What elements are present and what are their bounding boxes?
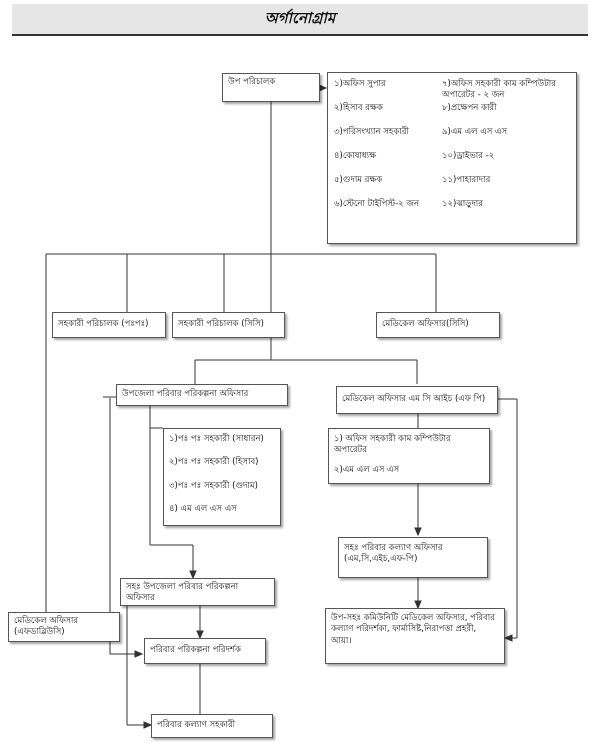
fp-inspector-box: পরিবার পরিকল্পনা পরিদর্শক (144, 638, 266, 664)
upazila-staff-item: ২)পঃ পঃ সহকারী (হিসাব) (169, 457, 259, 468)
medical-officer-fwc-box: মেডিকেল অফিসার (এফডাব্লিউসি) (8, 612, 120, 642)
asst-fw-officer-box: সহঃ পরিবার কল্যাণ অফিসার (এম,সি,এইচ,এফ-প… (338, 537, 488, 578)
staff-item: ৯)এম এল এস এস (442, 127, 508, 137)
staff-item: ১১)পাহারাদার (442, 175, 491, 185)
upazila-staff-item: ৪) এম এল এস এস (169, 504, 237, 515)
upazila-fp-officer-label: উপজেলা পরিবার পরিকল্পনা অফিসার (122, 389, 249, 399)
asst-upazila-fp-officer-box: সহঃ উপজেলা পরিবার পরিকল্পনা অফিসার (120, 578, 275, 606)
up-director-label: উপ পরিচালক (228, 77, 276, 87)
mo-mch-fp-label: মেডিকেল অফিসার এম সি আইচ (এফ পি) (342, 394, 486, 404)
staff-list-grid: ১)অফিস সুপার ৭)অফিস সহকারী কাম কম্পিউটার… (334, 79, 570, 223)
asst-director-cc-label: সহকারী পরিচালক (সিসি) (178, 319, 264, 329)
up-director-box: উপ পরিচালক (222, 73, 320, 102)
asst-upazila-fp-officer-label: সহঃ উপজেলা পরিবার পরিকল্পনা অফিসার (126, 582, 239, 604)
mo-staff-item: ২)এম এল এস এস (334, 464, 400, 475)
medical-officer-fwc-label: মেডিকেল অফিসার (এফডাব্লিউসি) (14, 616, 79, 638)
staff-item: ১)অফিস সুপার (334, 79, 386, 89)
sub-asst-cmo-label: উপ-সহঃ কমিউনিটি মেডিকেল অফিসার, পরিবার ক… (331, 613, 495, 646)
fw-assistant-box: পরিবার কল্যাণ সহকারী (151, 714, 273, 738)
medical-officer-cc-box: মেডিকেল অফিসার(সিসি) (376, 312, 500, 338)
staff-item: ১০)ড্রাইভার -২ (442, 151, 495, 161)
staff-list-box: ১)অফিস সুপার ৭)অফিস সহকারী কাম কম্পিউটার… (327, 72, 577, 244)
asst-director-pp-label: সহকারী পরিচালক (পঃপঃ) (58, 319, 149, 329)
staff-item: ৫)গুদাম রক্ষক (334, 175, 383, 185)
mo-mch-fp-box: মেডিকেল অফিসার এম সি আইচ (এফ পি) (336, 386, 498, 414)
asst-director-pp-box: সহকারী পরিচালক (পঃপঃ) (52, 312, 166, 338)
staff-item: ৮)প্রক্ষেপন কারী (442, 103, 497, 113)
staff-item: ২)হিসাব রক্ষক (334, 103, 383, 113)
title-bar: অর্গানোগ্রাম (12, 4, 588, 36)
medical-officer-cc-label: মেডিকেল অফিসার(সিসি) (382, 319, 469, 329)
page-title: অর্গানোগ্রাম (264, 8, 336, 27)
asst-director-cc-box: সহকারী পরিচালক (সিসি) (172, 312, 285, 338)
staff-item: ৭)অফিস সহকারী কাম কম্পিউটার অপারেটর - ২ … (442, 79, 556, 101)
upazila-staff-item: ১)পঃ পঃ সহকারী (সাধারন) (169, 434, 264, 444)
staff-item: ৩)পরিসংখ্যান সহকারী (334, 127, 409, 137)
mo-staff-box: ১) অফিস সহকারী কাম কম্পিউটার অপারেটর ২)এ… (328, 428, 490, 484)
upazila-fp-officer-box: উপজেলা পরিবার পরিকল্পনা অফিসার (116, 384, 288, 406)
staff-item: ৬)স্টেনো টাইপিস্ট-২ জন (334, 199, 420, 209)
sub-asst-cmo-box: উপ-সহঃ কমিউনিটি মেডিকেল অফিসার, পরিবার ক… (325, 608, 505, 664)
fp-inspector-label: পরিবার পরিকল্পনা পরিদর্শক (150, 645, 241, 655)
asst-fw-officer-label: সহঃ পরিবার কল্যাণ অফিসার (এম,সি,এইচ,এফ-প… (344, 543, 443, 565)
upazila-staff-item: ৩)পঃ পঃ সহকারী (গুদাম) (169, 480, 258, 491)
fw-assistant-label: পরিবার কল্যাণ সহকারী (157, 720, 236, 730)
mo-staff-item: ১) অফিস সহকারী কাম কম্পিউটার অপারেটর (334, 434, 451, 456)
upazila-staff-box: ১)পঃ পঃ সহকারী (সাধারন) ২)পঃ পঃ সহকারী (… (163, 428, 281, 526)
staff-item: ৪)কোষাধ্যক্ষ (334, 151, 376, 161)
staff-item: ১২)ঝাড়ুদার (442, 199, 483, 209)
